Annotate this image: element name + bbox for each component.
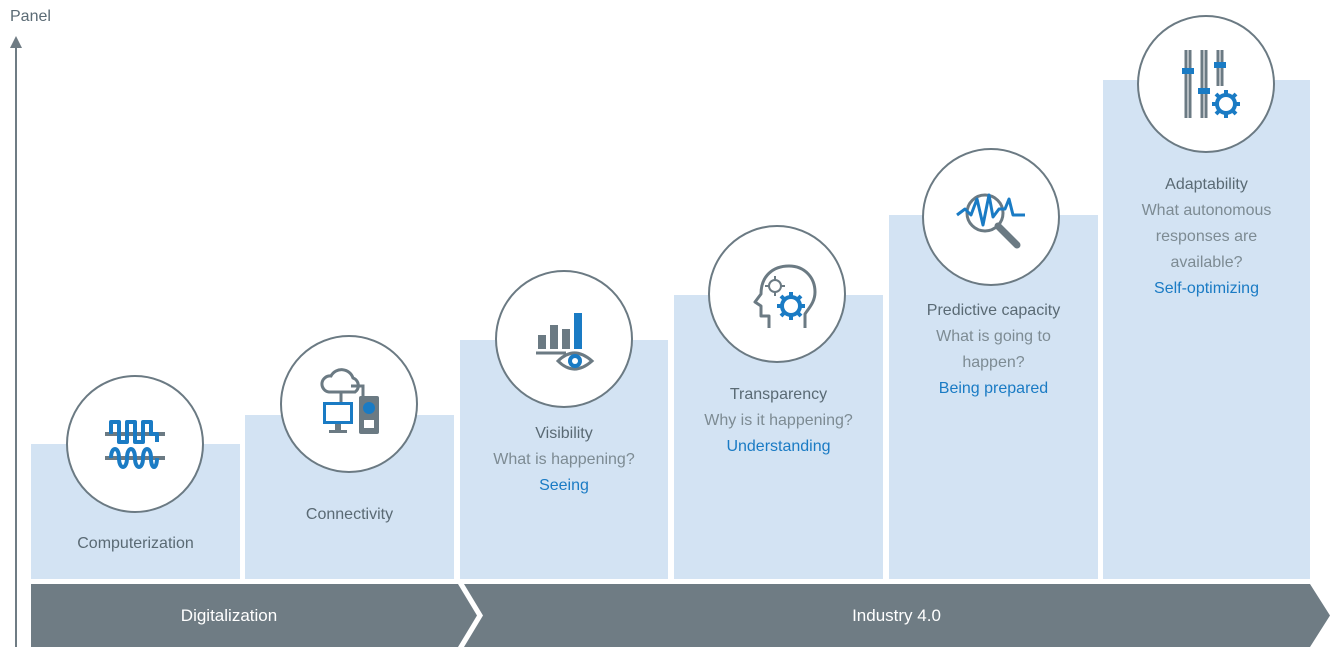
stage-question-line: available?	[1170, 254, 1243, 271]
stage-title: Computerization	[77, 535, 194, 552]
stage-text-computerization: Computerization	[31, 531, 240, 557]
step-adaptability	[1103, 80, 1310, 579]
cloud-devices-icon	[320, 368, 379, 434]
stage-subtitle: Being prepared	[938, 380, 1049, 397]
circle-adaptability	[1137, 15, 1275, 153]
stage-text-transparency: Transparency Why is it happening? Unders…	[674, 382, 883, 460]
stage-question-line: What is going to	[936, 328, 1051, 345]
stage-title: Visibility	[535, 425, 593, 442]
stage-subtitle: Self-optimizing	[1154, 280, 1259, 297]
stage-text-predictive: Predictive capacity What is going to hap…	[889, 298, 1098, 402]
stage-question-line: happen?	[962, 354, 1025, 371]
vertical-axis-line	[15, 44, 17, 647]
magnifier-signal-icon	[956, 193, 1025, 249]
phase-bands	[31, 584, 1330, 647]
stage-question-line: What autonomous	[1141, 202, 1272, 219]
stage-title: Predictive capacity	[926, 302, 1061, 319]
band-digitalization	[31, 584, 477, 647]
bar-chart-eye-icon	[536, 313, 595, 371]
circle-connectivity	[280, 335, 418, 473]
stage-question: Why is it happening?	[704, 412, 853, 429]
band-label-digitalization: Digitalization	[180, 606, 278, 625]
signal-waves-icon	[105, 420, 165, 469]
stage-title: Adaptability	[1165, 176, 1248, 193]
stage-question-line: responses are	[1155, 228, 1258, 245]
stage-text-adaptability: Adaptability What autonomous responses a…	[1103, 172, 1310, 302]
band-label-industry-4: Industry 4.0	[852, 606, 941, 625]
circle-predictive	[922, 148, 1060, 286]
stage-subtitle: Understanding	[726, 438, 831, 455]
band-industry-4	[464, 584, 1330, 647]
stage-text-visibility: Visibility What is happening? Seeing	[460, 421, 668, 499]
stage-text-connectivity: Connectivity	[245, 502, 454, 528]
circle-visibility	[495, 270, 633, 408]
stage-title: Connectivity	[305, 506, 394, 523]
stage-title: Transparency	[729, 386, 828, 403]
head-gears-icon	[753, 264, 817, 328]
circle-transparency	[708, 225, 846, 363]
stage-subtitle: Seeing	[539, 477, 589, 494]
sliders-gear-icon	[1182, 50, 1240, 118]
axis-arrowhead	[10, 36, 22, 48]
stage-question: What is happening?	[493, 451, 635, 468]
axis-label: Panel	[10, 8, 51, 25]
circle-computerization	[66, 375, 204, 513]
